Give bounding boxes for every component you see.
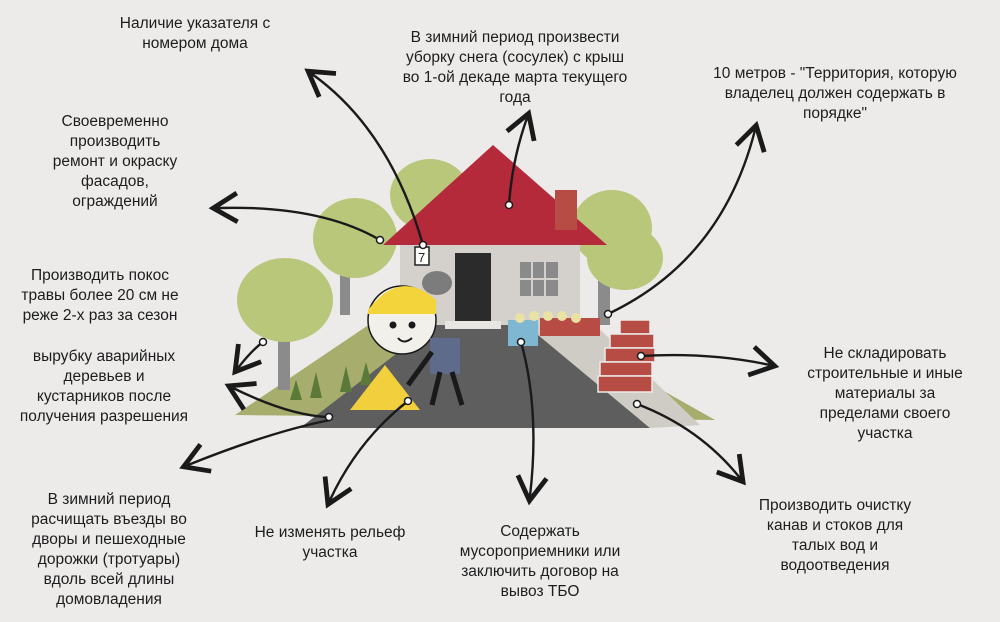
arrow-winter-clearing [179, 418, 331, 474]
arrow-waste-bins [515, 341, 549, 506]
brick-fence [540, 318, 600, 336]
arrow-tree-cutting [224, 381, 330, 419]
caption-winter-clearing: В зимний период расчищать въезды во двор… [31, 491, 187, 608]
tree-right [572, 190, 663, 325]
worker-character [367, 285, 465, 406]
caption-house-number: Наличие указателя с номером дома [119, 15, 271, 52]
caption-grass-mowing: Производить покос травы более 20 см не р… [21, 267, 179, 324]
arrow-house-number [304, 68, 425, 246]
arrow-materials [640, 345, 780, 378]
arrow-ditch-cleaning [636, 402, 746, 486]
arrow-territory [607, 120, 767, 316]
arrow-grass-mowing [232, 341, 264, 376]
caption-snow-removal: В зимний период произвести уборку снега … [402, 29, 628, 106]
grass-tufts [290, 362, 372, 400]
arrow-origins [258, 200, 646, 422]
caption-territory: 10 метров - "Территория, которую владеле… [713, 65, 957, 122]
smoke-puff [422, 271, 452, 295]
caption-ditch-cleaning: Производить очистку канав и стоков для т… [758, 497, 912, 574]
arrow-snow-removal [505, 109, 537, 206]
tree-left-front [237, 258, 333, 390]
house-number-value: 7 [418, 250, 425, 265]
caption-materials: Не складировать строительные и иные мате… [807, 345, 963, 442]
arrow-relief [322, 400, 409, 509]
arrows [179, 68, 780, 509]
house [383, 145, 607, 336]
road-cone [350, 365, 420, 410]
caption-waste-bins: Содержать мусороприемники или заключить … [459, 523, 621, 600]
chimney [555, 190, 577, 230]
caption-relief: Не изменять рельеф участка [254, 524, 406, 561]
house-door [455, 253, 491, 321]
arrow-facade-repair [208, 191, 381, 242]
caption-tree-cutting: вырубку аварийных деревьев и кустарников… [19, 348, 189, 425]
caption-facade-repair: Своевременно производить ремонт и окраск… [52, 113, 178, 210]
house-roof [383, 145, 607, 245]
porch-step [445, 321, 501, 329]
tree-left-back [313, 198, 397, 315]
